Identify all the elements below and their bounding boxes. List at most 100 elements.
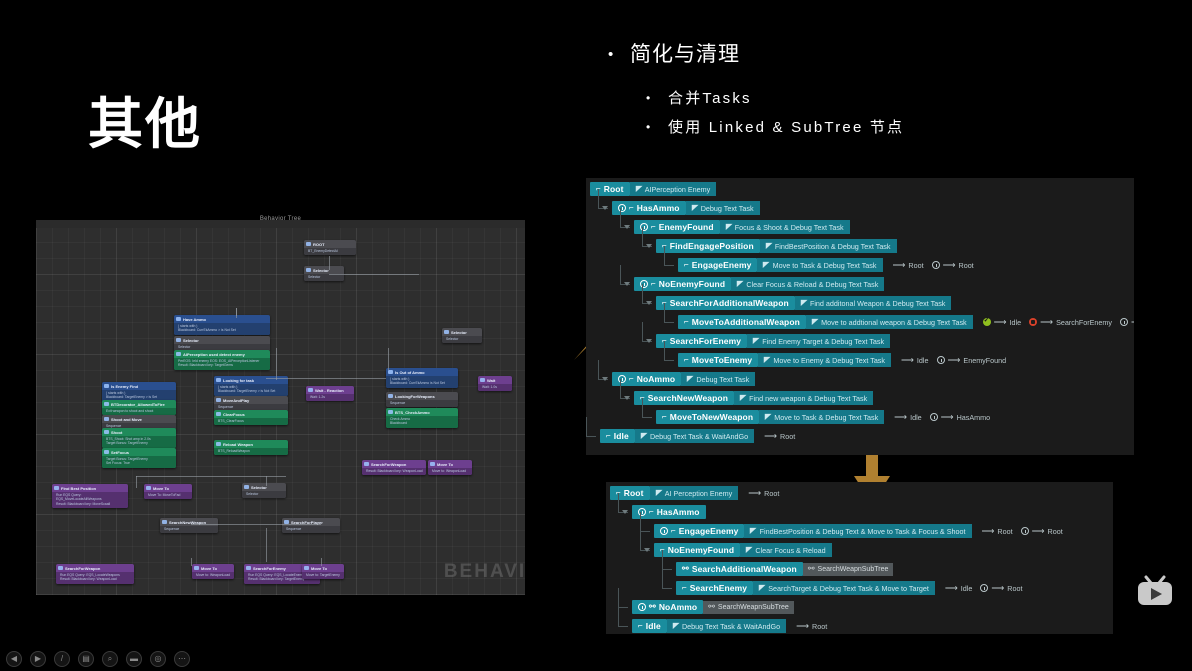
tree-row[interactable]: ⌐NoEnemyFound◤Clear Focus & Reload & Deb…: [634, 277, 885, 291]
tree-row[interactable]: ⌐NoEnemyFound◤Clear Focus & Reload: [654, 543, 832, 557]
tree-node-subtree[interactable]: ⚯SearchWeapnSubTree: [703, 600, 794, 614]
chevron-down-icon[interactable]: [646, 301, 652, 305]
play-button[interactable]: ▶: [30, 651, 46, 667]
tree-node-pill[interactable]: ⌐SearchEnemy: [676, 581, 754, 595]
tree-row[interactable]: ⌐MoveToNewWeapon◤Move to Task & Debug Te…: [656, 410, 994, 424]
tree-node-subtree[interactable]: ⚯SearchWeapnSubTree: [802, 562, 894, 576]
chevron-down-icon[interactable]: [646, 244, 652, 248]
slide-overview-button[interactable]: ▤: [78, 651, 94, 667]
tree-node-pill[interactable]: ⌐Root: [610, 486, 650, 500]
chevron-down-icon[interactable]: [624, 396, 630, 400]
zoom-button[interactable]: ⌕: [102, 651, 118, 667]
tree-node-pill[interactable]: ⌐EngageEnemy: [678, 258, 758, 272]
tree-row[interactable]: ⌐EnemyFound◤Focus & Shoot & Debug Text T…: [634, 220, 850, 234]
tree-row[interactable]: ⌐FindEngagePosition◤FindBestPosition & D…: [656, 239, 897, 253]
tree-node-pill[interactable]: ⌐Idle: [600, 429, 635, 443]
chevron-down-icon[interactable]: [646, 339, 652, 343]
tree-node-pill[interactable]: ⌐EngageEnemy: [654, 524, 745, 538]
editor-node[interactable]: Have Ammo( starts with )Blackboard: Curr…: [174, 315, 270, 335]
tree-node-pill[interactable]: ⚯NoAmmo: [632, 600, 704, 614]
tree-node-pill[interactable]: ⚯SearchAdditionalWeapon: [676, 562, 803, 576]
tree-row[interactable]: ⌐EngageEnemy◤Move to Task & Debug Text T…: [678, 258, 978, 272]
chevron-down-icon[interactable]: [602, 206, 608, 210]
chevron-down-icon[interactable]: [624, 282, 630, 286]
tree-node-pill[interactable]: ⌐SearchNewWeapon: [634, 391, 735, 405]
tree-row[interactable]: ⚯SearchAdditionalWeapon⚯SearchWeapnSubTr…: [676, 562, 894, 576]
tree-node-pill[interactable]: ⌐SearchForAdditionalWeapon: [656, 296, 795, 310]
tree-node-transition-label: Idle: [910, 412, 922, 422]
tree-row[interactable]: ⌐MoveToEnemy◤Move to Enemy & Debug Text …: [678, 353, 1010, 367]
tree-node-pill[interactable]: ⌐Root: [590, 182, 630, 196]
sub-bullet-text: 合并Tasks: [668, 90, 752, 107]
tree-row[interactable]: ⌐SearchEnemy◤SearchTarget & Debug Text T…: [676, 581, 1026, 595]
tree-node-pill[interactable]: ⌐HasAmmo: [612, 201, 686, 215]
tree-row[interactable]: ⌐NoAmmo◤Debug Text Task: [612, 372, 756, 386]
tree-node-pill[interactable]: ⌐NoAmmo: [612, 372, 682, 386]
editor-node[interactable]: Looking for task( starts with )Blackboar…: [214, 376, 288, 396]
tree-row[interactable]: ⌐Root◤AI Perception Enemy⟶Root: [610, 486, 783, 500]
tree-node-pill[interactable]: ⌐Idle: [632, 619, 667, 633]
pen-tool-button[interactable]: /: [54, 651, 70, 667]
tree-node-pill[interactable]: ⌐EnemyFound: [634, 220, 720, 234]
chevron-down-icon[interactable]: [624, 225, 630, 229]
tree-node-pill[interactable]: ⌐MoveToAdditionalWeapon: [678, 315, 806, 329]
tree-row[interactable]: ⚯NoAmmo⚯SearchWeapnSubTree: [632, 600, 794, 614]
more-options-button[interactable]: ⋯: [174, 651, 190, 667]
editor-node-title: Selector: [304, 266, 344, 274]
menu-button[interactable]: ▬: [126, 651, 142, 667]
tree-node-pill[interactable]: ⌐NoEnemyFound: [654, 543, 741, 557]
sub-bullet-list: • 合并Tasks • 使用 Linked & SubTree 节点: [646, 86, 1128, 140]
tree-node-pill[interactable]: ⌐MoveToEnemy: [678, 353, 759, 367]
tree-row[interactable]: ⌐MoveToAdditionalWeapon◤Move to addtiona…: [678, 315, 1134, 329]
tree-row[interactable]: ⌐SearchForEnemy◤Find Enemy Target & Debu…: [656, 334, 891, 348]
tree-node-pill[interactable]: ⌐NoEnemyFound: [634, 277, 732, 291]
tree-node-pill[interactable]: ⌐MoveToNewWeapon: [656, 410, 760, 424]
tree-row[interactable]: ⌐Root◤AIPerception Enemy: [590, 182, 717, 196]
tree-row[interactable]: ⌐HasAmmo◤Debug Text Task: [612, 201, 760, 215]
tree-row[interactable]: ⌐SearchForAdditionalWeapon◤Find additona…: [656, 296, 952, 310]
tree-row[interactable]: ⌐EngageEnemy◤FindBestPosition & Debug Te…: [654, 524, 1067, 538]
chevron-down-icon[interactable]: [602, 377, 608, 381]
tree-row[interactable]: ⌐HasAmmo: [632, 505, 706, 519]
tree-row[interactable]: ⌐SearchNewWeapon◤Find new weapon & Debug…: [634, 391, 874, 405]
tree-node-pill[interactable]: ⌐SearchForEnemy: [656, 334, 748, 348]
chevron-down-icon[interactable]: [644, 548, 650, 552]
editor-node[interactable]: Is Out of Ammo( starts with )Blackboard:…: [386, 368, 458, 388]
chevron-down-icon[interactable]: [622, 510, 628, 514]
tree-row[interactable]: ⌐Idle◤Debug Text Task & WaitAndGo⟶Root: [632, 619, 831, 633]
editor-node[interactable]: Is Enemy Find( starts with )Blackboard: …: [102, 382, 176, 402]
tree-row[interactable]: ⌐Idle◤Debug Text Task & WaitAndGo⟶Root: [600, 429, 799, 443]
tree-node-pill[interactable]: ⌐FindEngagePosition: [656, 239, 760, 253]
previous-slide-button[interactable]: ◀: [6, 651, 22, 667]
mute-button[interactable]: ◎: [150, 651, 166, 667]
tree-node-pill[interactable]: ⌐HasAmmo: [632, 505, 706, 519]
presentation-toolbar[interactable]: ◀ ▶ / ▤ ⌕ ▬ ◎ ⋯: [6, 651, 190, 667]
